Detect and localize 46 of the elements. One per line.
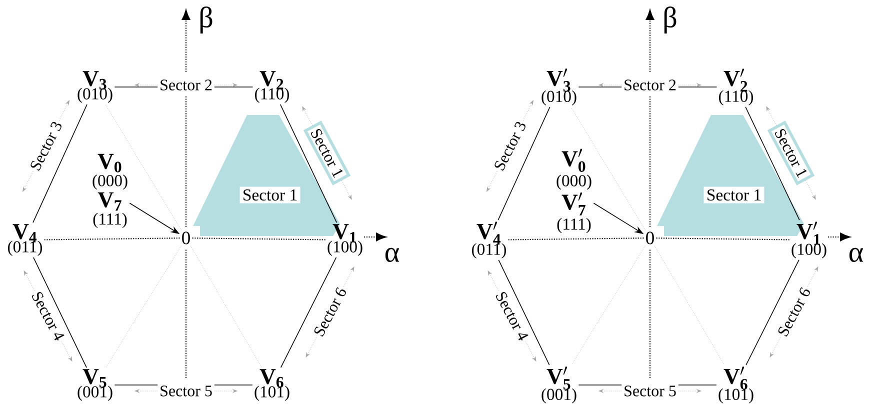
spoke-line [190, 246, 262, 368]
spoke-line [571, 246, 646, 366]
axis-label: β [664, 6, 676, 34]
vertex-label: $\mathbf{V}'_{\mathbf{4}}$ (011) [472, 222, 506, 258]
vertex-label: $\mathbf{V}'_{\mathbf{6}}$ (101) [718, 366, 754, 404]
vertex-label: $\mathbf{V}'_{\mathbf{3}}$ (010) [542, 68, 576, 106]
sector-label: Sector 2 [622, 78, 678, 92]
vector-label: $\mathbf{V}_{\mathbf{0}}$ (000) $\mathbf{V}_{\mathbf{7}}$ (111) [92, 154, 128, 228]
axis-line [508, 238, 644, 240]
hexagon-side [746, 260, 800, 366]
hexagon-side [280, 104, 338, 223]
vertex-label: $\mathbf{V}_{\mathbf{4}}$ (011) [8, 224, 42, 256]
sector-label: Sector 6 [310, 283, 350, 341]
vertex-label: $\mathbf{V}_{\mathbf{3}}$ (010) [78, 71, 112, 103]
origin-label: 0 [182, 232, 190, 244]
axis-label: α [385, 248, 400, 262]
sector-label: Sector 4 [492, 287, 532, 345]
sector-label: Sector 5 [622, 384, 678, 398]
axis-label: β [200, 6, 212, 34]
origin-label: 0 [646, 232, 654, 244]
hexagon-side [33, 257, 87, 368]
axis-line [656, 238, 790, 240]
vector-label: $\mathbf{V}'_{\mathbf{0}}$ (000) $\mathbf{V}'_{\mathbf{7}}$ (111) [556, 148, 592, 234]
vertex-label: $\mathbf{V}_{\mathbf{5}}$ (001) [78, 369, 112, 401]
hexagon-side [498, 106, 550, 220]
sector-label: Sector 6 [774, 283, 814, 341]
sector-label: Sector 3 [490, 117, 530, 175]
sector-label: Sector 4 [28, 287, 68, 345]
vertex-label: $\mathbf{V}'_{\mathbf{2}}$ (110) [719, 68, 753, 106]
spoke-line [106, 246, 182, 368]
sector-label: Sector 3 [26, 117, 66, 175]
sector-label: Sector 5 [158, 384, 214, 398]
spoke-line [570, 106, 646, 230]
spoke-line [654, 246, 725, 366]
axis-line [192, 238, 326, 240]
hexagon-side [32, 104, 88, 223]
hexagon-side [745, 106, 800, 220]
hexagon-side [280, 257, 337, 368]
sector-label: Sector 2 [158, 78, 214, 92]
axis-label: α [849, 248, 864, 262]
vertex-label: $\mathbf{V}_{\mathbf{6}}$ (101) [254, 369, 290, 401]
hexagon-side [498, 260, 550, 366]
spoke-line [105, 104, 182, 230]
vertex-label: $\mathbf{V}'_{\mathbf{5}}$ (001) [542, 366, 576, 404]
axis-line [44, 238, 180, 240]
vertex-label: $\mathbf{V}_{\mathbf{2}}$ (110) [255, 71, 289, 103]
